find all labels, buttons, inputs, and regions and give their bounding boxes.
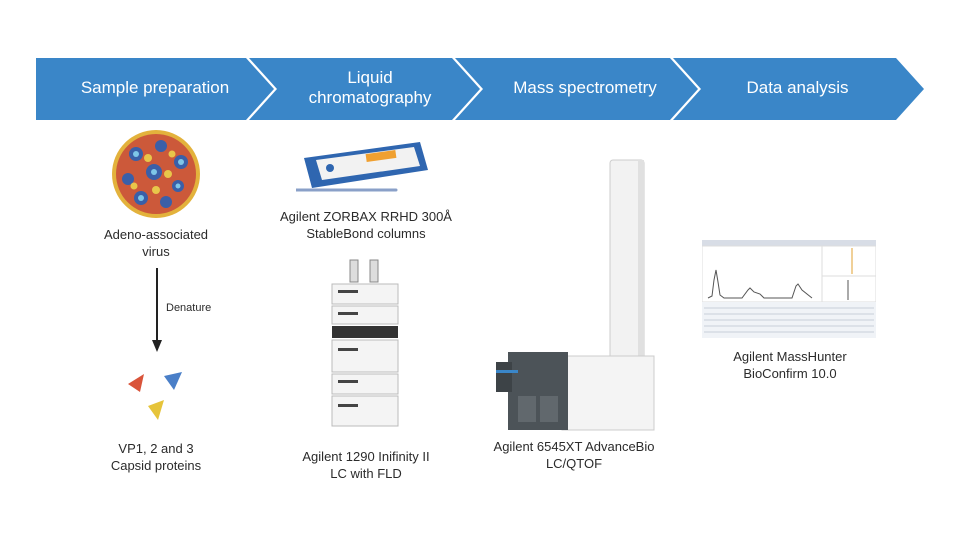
- masshunter-caption-line-1: Agilent MassHunter: [733, 349, 847, 364]
- lc-system-caption-line-2: LC with FLD: [330, 466, 402, 481]
- denature-label: Denature: [166, 302, 212, 314]
- step-label-mass-spectrometry: Mass spectrometry: [513, 78, 657, 97]
- lc-column-caption-line-2: StableBond columns: [306, 226, 426, 241]
- vp3-protein-shape: [148, 400, 164, 420]
- step-label-data-analysis: Data analysis: [746, 78, 849, 97]
- lc-system-caption-line-1: Agilent 1290 Inifinity II: [302, 449, 430, 464]
- capsid-caption-line-1: VP1, 2 and 3: [118, 441, 194, 456]
- ms-caption-line-1: Agilent 6545XT AdvanceBio: [493, 439, 655, 454]
- step-label-sample-preparation: Sample preparation: [80, 78, 230, 97]
- capsid-proteins-illustration: [128, 372, 182, 420]
- capsid-caption-line-2: Capsid proteins: [110, 458, 202, 473]
- lc-system-illustration: [331, 259, 399, 427]
- virus-caption-line-2: virus: [142, 244, 170, 259]
- step-chevron-liquid-chromatography: [249, 58, 480, 120]
- lc-system-caption: Agilent 1290 Inifinity II LC with FLD: [266, 448, 466, 482]
- step-chevron-mass-spectrometry: [455, 58, 698, 120]
- ms-caption-line-2: LC/QTOF: [545, 456, 603, 471]
- step-label-liquid-chromatography-line-1: Liquid: [347, 68, 393, 87]
- masshunter-caption-line-2: BioConfirm 10.0: [743, 366, 837, 381]
- virus-caption-line-1: Adeno-associated: [103, 227, 209, 242]
- lc-column-illustration: [296, 142, 428, 192]
- step-label-liquid-chromatography-line-2: chromatography: [308, 88, 432, 107]
- vp1-protein-shape: [128, 374, 144, 392]
- virus-caption: Adeno-associated virus: [86, 226, 226, 260]
- capsid-proteins-caption: VP1, 2 and 3 Capsid proteins: [86, 440, 226, 474]
- step-chevron-data-analysis: [673, 58, 924, 120]
- masshunter-caption: Agilent MassHunter BioConfirm 10.0: [690, 348, 890, 382]
- vp2-protein-shape: [164, 372, 182, 390]
- lc-column-caption-line-1: Agilent ZORBAX RRHD 300Å: [280, 209, 452, 224]
- lc-column-caption: Agilent ZORBAX RRHD 300Å StableBond colu…: [266, 208, 466, 242]
- masshunter-software-illustration: [702, 240, 876, 338]
- mass-spectrometer-caption: Agilent 6545XT AdvanceBio LC/QTOF: [474, 438, 674, 472]
- virus-illustration: [112, 130, 200, 218]
- mass-spectrometer-illustration: [496, 159, 655, 431]
- denature-arrow: [152, 268, 162, 352]
- step-chevron-sample-preparation: [36, 58, 274, 120]
